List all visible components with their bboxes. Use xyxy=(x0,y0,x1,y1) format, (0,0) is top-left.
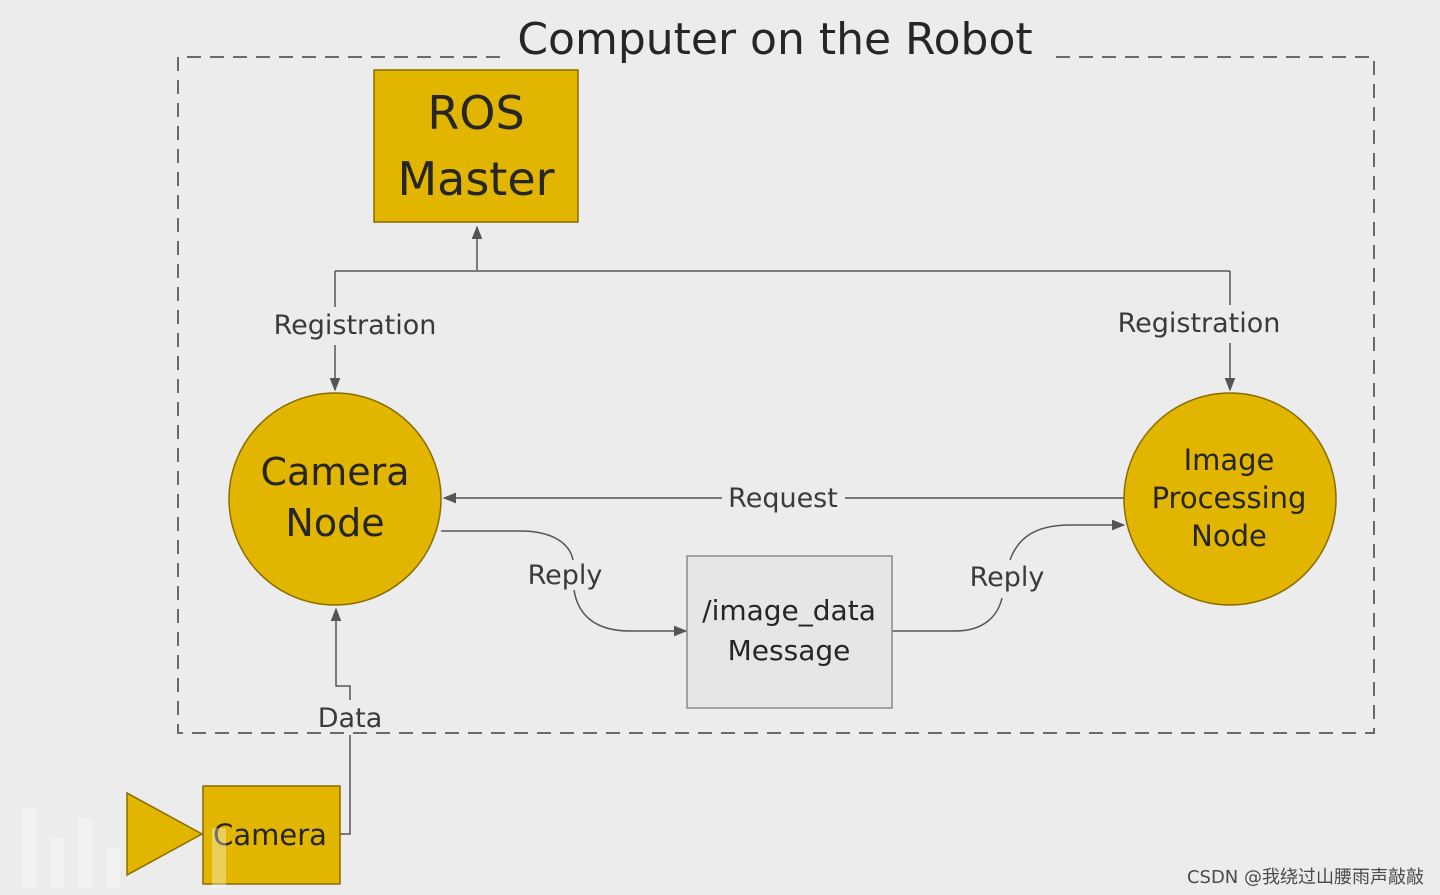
boundary-title: Computer on the Robot xyxy=(517,14,1032,65)
camera-node-label-line1: Camera xyxy=(260,450,409,494)
reply-label-left: Reply xyxy=(528,560,603,591)
request-label: Request xyxy=(728,483,838,514)
source-watermark: CSDN @我绕过山腰雨声敲敲 xyxy=(1187,867,1424,888)
registration-edges xyxy=(329,225,1236,392)
camera-node-label-line2: Node xyxy=(285,501,384,545)
reply-edge-left xyxy=(441,530,688,637)
image-processing-node: Image Processing Node xyxy=(1123,392,1337,606)
camera-label: Camera xyxy=(213,818,327,852)
registration-label-right: Registration xyxy=(1118,308,1281,339)
camera-node: Camera Node xyxy=(228,392,442,606)
camera-lens-icon xyxy=(126,791,204,877)
camera-device: Camera xyxy=(126,785,341,885)
data-label: Data xyxy=(318,703,382,734)
ros-master-node: ROS Master xyxy=(373,69,579,223)
message-label-line1: /image_data xyxy=(702,594,876,627)
ros-master-label-line2: Master xyxy=(397,152,554,206)
reply-edge-right xyxy=(892,519,1126,632)
ros-master-label-line1: ROS xyxy=(427,86,524,140)
message-label-line2: Message xyxy=(728,634,851,667)
robot-computer-boundary xyxy=(177,56,1375,734)
data-edge xyxy=(330,607,351,835)
image-processing-label-line2: Processing xyxy=(1152,481,1307,515)
registration-label-left: Registration xyxy=(274,310,437,341)
image-processing-label-line3: Node xyxy=(1191,519,1267,553)
reply-label-right: Reply xyxy=(970,562,1045,593)
image-data-message: /image_data Message xyxy=(686,555,893,709)
logo-watermark-icon xyxy=(22,808,226,888)
image-processing-label-line1: Image xyxy=(1184,443,1275,477)
